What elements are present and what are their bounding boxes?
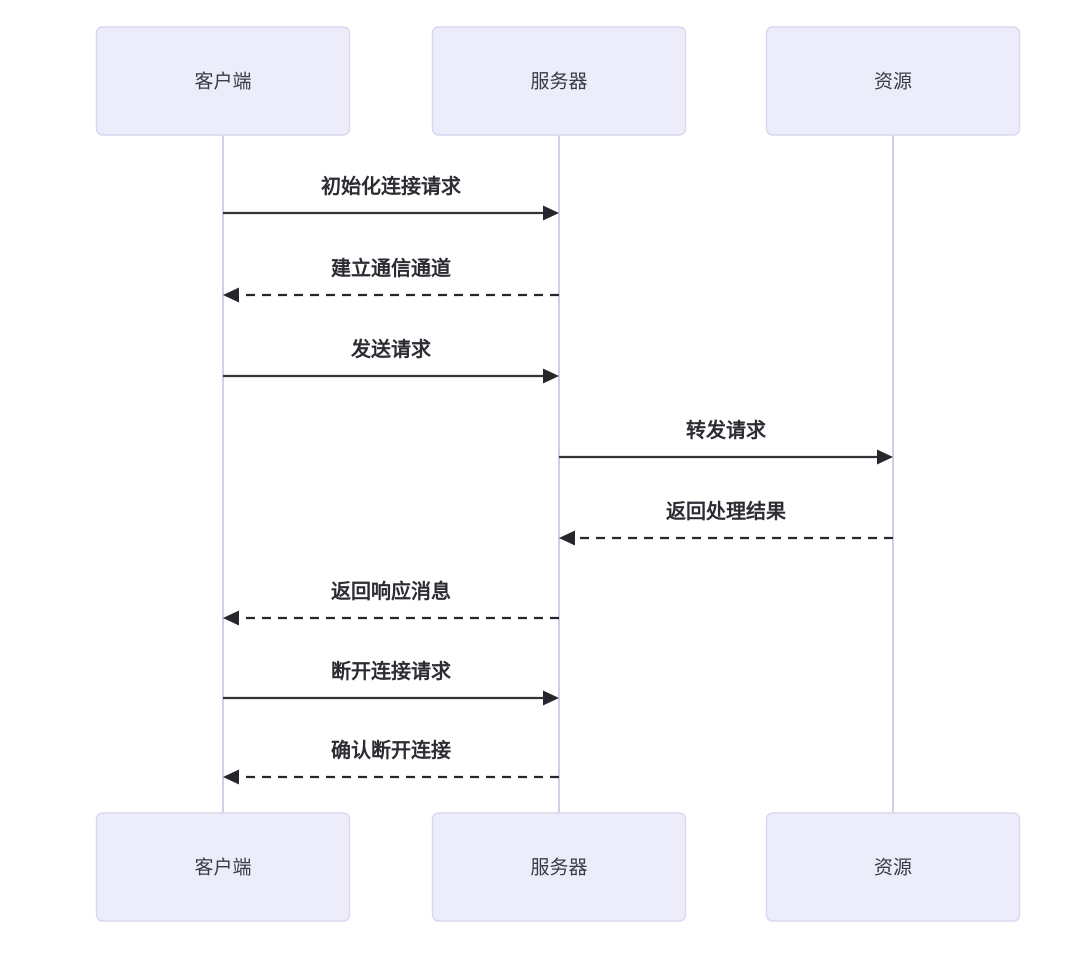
message-label: 断开连接请求 — [331, 659, 452, 683]
message-2-server-to-client[interactable]: 建立通信通道 — [223, 256, 559, 303]
message-arrowhead — [559, 530, 575, 546]
participant-box-resource-bottom[interactable]: 资源 — [765, 812, 1021, 922]
participant-box-client-top[interactable]: 客户端 — [95, 26, 351, 136]
message-arrowhead — [223, 610, 239, 626]
message-label: 返回处理结果 — [666, 499, 786, 523]
participant-label-resource: 资源 — [874, 71, 912, 93]
message-label: 转发请求 — [686, 418, 767, 442]
participant-label-client: 客户端 — [194, 857, 251, 879]
participant-rect — [95, 26, 351, 136]
message-8-server-to-client[interactable]: 确认断开连接 — [223, 738, 559, 785]
message-3-client-to-server[interactable]: 发送请求 — [223, 337, 559, 384]
participant-box-server-top[interactable]: 服务器 — [431, 26, 687, 136]
message-arrowhead — [877, 449, 893, 465]
participant-rect — [431, 812, 687, 922]
message-arrowhead — [223, 287, 239, 303]
participant-rect — [95, 812, 351, 922]
message-5-resource-to-server[interactable]: 返回处理结果 — [559, 499, 893, 546]
lifelines-layer — [222, 135, 894, 813]
participant-box-client-bottom[interactable]: 客户端 — [95, 812, 351, 922]
message-1-client-to-server[interactable]: 初始化连接请求 — [223, 174, 559, 221]
participant-rect — [765, 812, 1021, 922]
actors-bottom-layer: 客户端 服务器 资源 — [95, 812, 1021, 922]
messages-layer: 初始化连接请求建立通信通道发送请求转发请求返回处理结果返回响应消息断开连接请求确… — [223, 174, 893, 785]
participant-rect — [765, 26, 1021, 136]
message-6-server-to-client[interactable]: 返回响应消息 — [223, 579, 559, 626]
participant-label-client: 客户端 — [194, 71, 251, 93]
message-label: 发送请求 — [350, 337, 432, 361]
participant-label-server: 服务器 — [530, 857, 587, 879]
message-arrowhead — [223, 769, 239, 785]
participant-label-resource: 资源 — [874, 857, 912, 879]
participant-rect — [431, 26, 687, 136]
message-label: 初始化连接请求 — [321, 174, 462, 198]
message-arrowhead — [543, 205, 559, 221]
message-label: 建立通信通道 — [331, 256, 451, 280]
message-7-client-to-server[interactable]: 断开连接请求 — [223, 659, 559, 706]
message-4-server-to-resource[interactable]: 转发请求 — [559, 418, 893, 465]
message-label: 确认断开连接 — [331, 738, 451, 762]
participant-label-server: 服务器 — [530, 71, 587, 93]
message-arrowhead — [543, 368, 559, 384]
participant-box-server-bottom[interactable]: 服务器 — [431, 812, 687, 922]
message-label: 返回响应消息 — [331, 579, 451, 603]
actors-top-layer: 客户端 服务器 资源 — [95, 26, 1021, 136]
participant-box-resource-top[interactable]: 资源 — [765, 26, 1021, 136]
message-arrowhead — [543, 690, 559, 706]
